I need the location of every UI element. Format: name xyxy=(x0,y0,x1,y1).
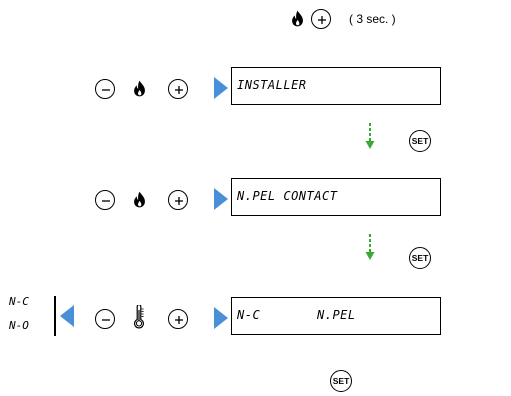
minus-button-icon[interactable] xyxy=(95,309,115,329)
dashed-arrow-down-icon xyxy=(365,234,375,260)
plus-button-icon[interactable] xyxy=(168,309,188,329)
set-button[interactable]: SET xyxy=(409,247,431,269)
arrow-right-icon xyxy=(214,77,228,99)
thermometer-icon xyxy=(133,305,145,329)
minus-button-icon[interactable] xyxy=(95,79,115,99)
flame-icon xyxy=(133,191,146,208)
lcd-text: INSTALLER xyxy=(237,78,307,92)
lcd-display-npel-contact: N.PEL CONTACT xyxy=(231,178,441,216)
flame-icon xyxy=(291,10,304,27)
option-label-nc: N-C xyxy=(9,295,29,308)
flame-icon xyxy=(133,80,146,97)
set-button[interactable]: SET xyxy=(409,130,431,152)
arrow-right-icon xyxy=(214,188,228,210)
lcd-display-nc-npel: N-C N.PEL xyxy=(231,297,441,335)
lcd-text-right: N.PEL xyxy=(317,308,356,322)
plus-button-icon[interactable] xyxy=(311,9,331,29)
arrow-right-icon xyxy=(214,307,228,329)
option-label-no: N-O xyxy=(9,319,29,332)
dashed-arrow-down-icon xyxy=(365,123,375,149)
arrow-left-icon xyxy=(60,305,74,327)
lcd-text: N.PEL CONTACT xyxy=(237,189,338,203)
plus-button-icon[interactable] xyxy=(168,190,188,210)
lcd-text-left: N-C xyxy=(237,308,261,322)
hold-duration-note: ( 3 sec. ) xyxy=(349,12,396,26)
divider xyxy=(54,296,56,336)
lcd-display-installer: INSTALLER xyxy=(231,67,441,105)
set-button[interactable]: SET xyxy=(330,370,352,392)
minus-button-icon[interactable] xyxy=(95,190,115,210)
plus-button-icon[interactable] xyxy=(168,79,188,99)
